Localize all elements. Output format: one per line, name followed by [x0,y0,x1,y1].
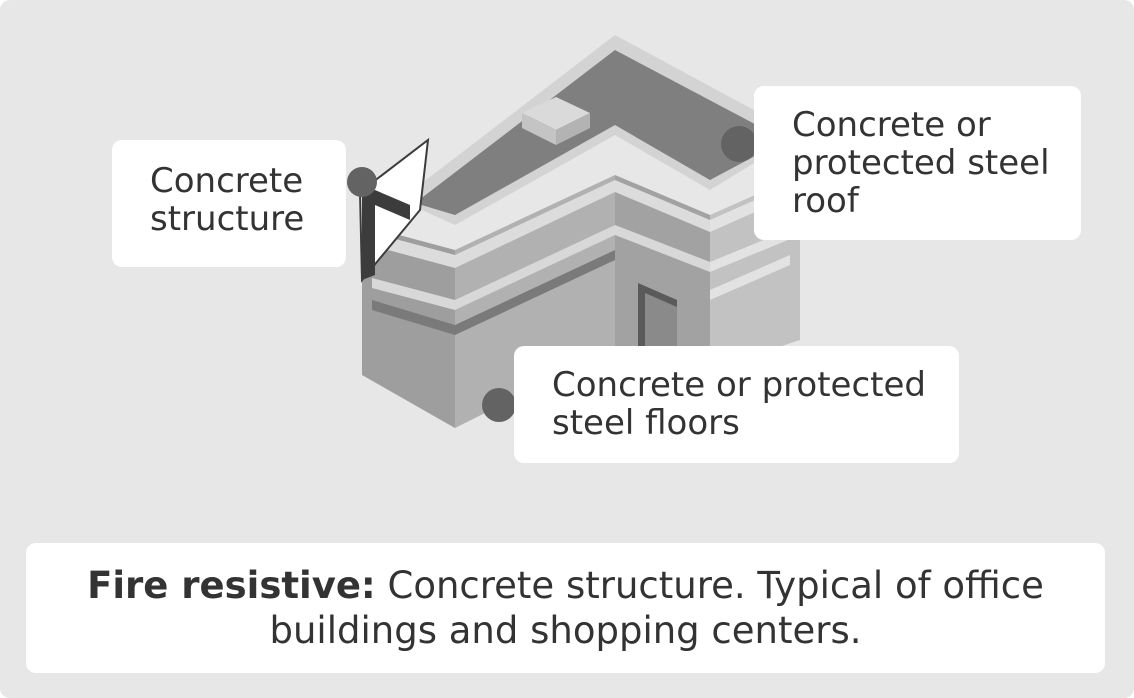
floor-band-11 [710,255,790,300]
roof-hatch-left [522,113,556,145]
floor-band-4 [455,180,615,268]
callout-floors: Concrete or protected steel floors [514,346,959,463]
roof-hatch-top [522,97,590,130]
marker-floors [482,388,516,422]
callout-roof-label: Concrete or protected steel roof [792,105,1050,221]
marker-roof [721,126,757,162]
floor-band-3 [372,300,455,335]
callout-floors-label: Concrete or protected steel floors [552,365,926,443]
floor-band-6 [455,250,615,335]
building-front-left-wall [362,225,455,428]
floor-band-8 [615,225,710,272]
floor-band-2 [372,278,455,310]
caption-body: Concrete structure. Typical of office bu… [269,564,1044,652]
floor-band-5 [455,225,615,310]
callout-concrete-structure: Concrete structure [112,140,346,267]
structure-column [362,190,375,280]
roof-surface [415,50,785,215]
structure-beam [375,190,410,220]
roof-hatch-right [556,113,590,145]
marker-structure [347,167,377,197]
floor-band-7 [615,180,710,232]
callout-structure-label: Concrete structure [150,161,305,239]
callout-roof: Concrete or protected steel roof [754,86,1081,240]
caption-lead: Fire resistive: [87,564,376,607]
caption-box: Fire resistive: Concrete structure. Typi… [26,543,1105,673]
